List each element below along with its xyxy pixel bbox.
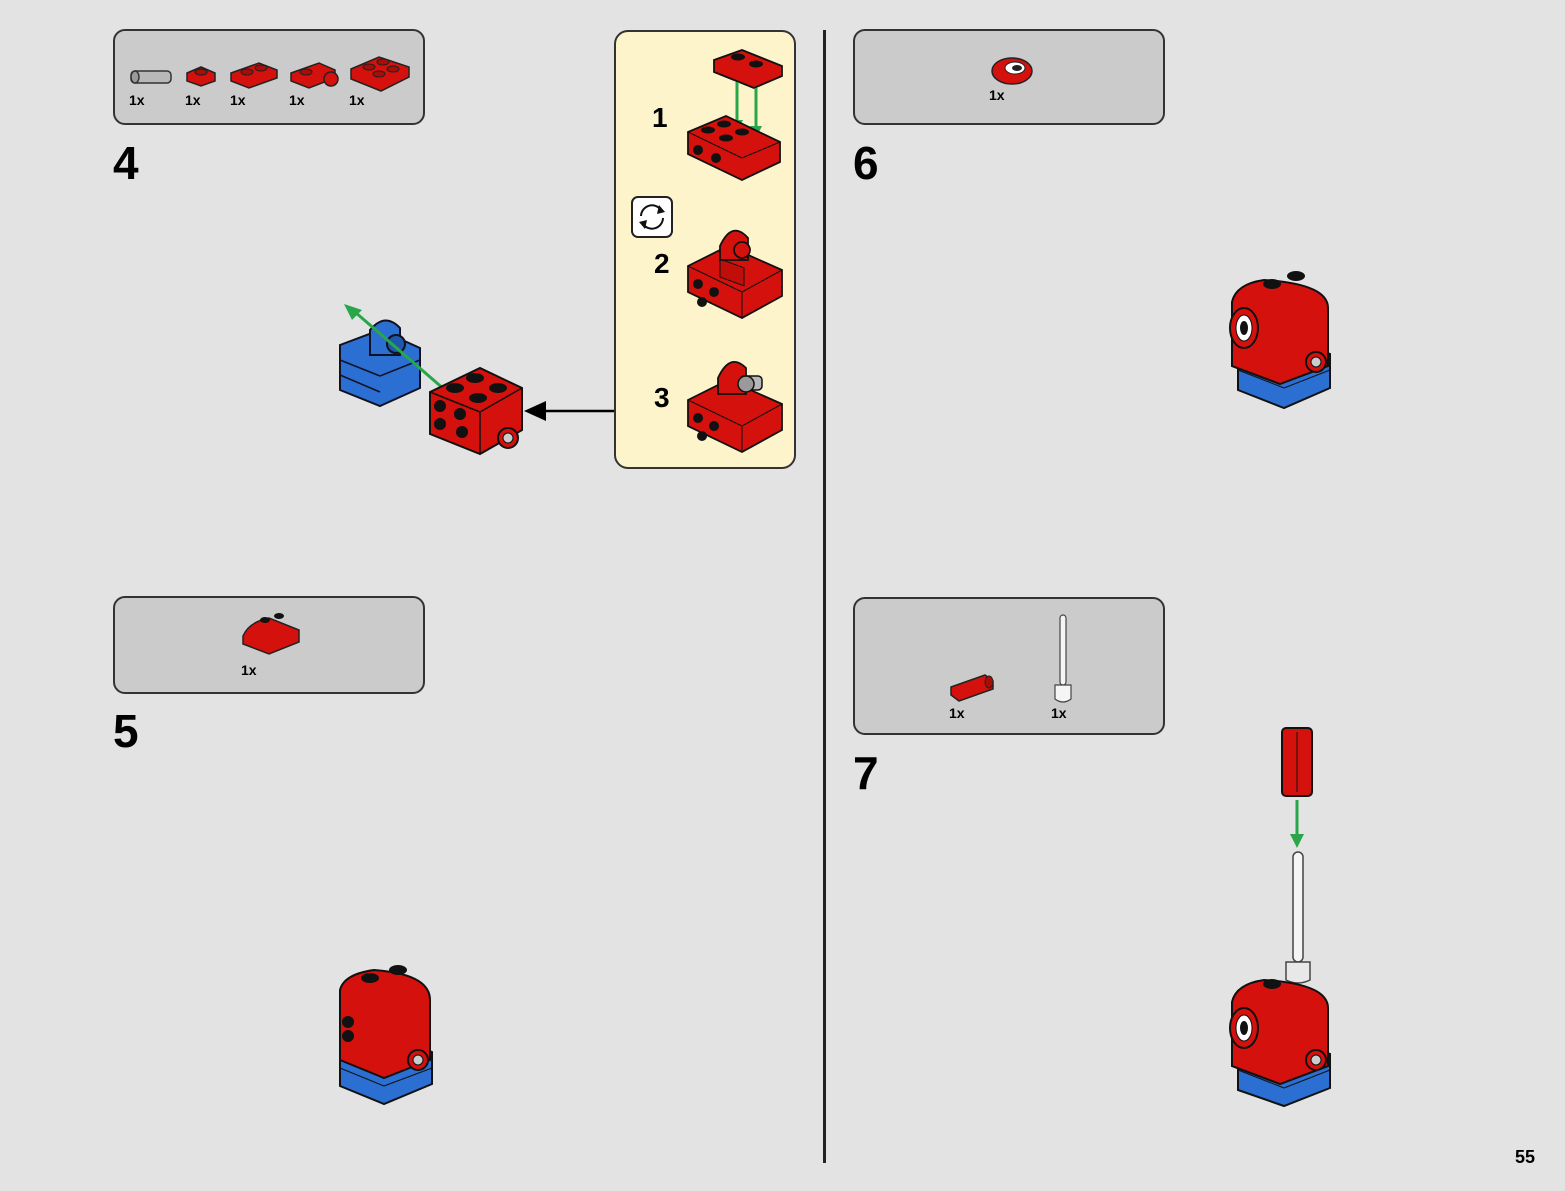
step-number-6: 6	[853, 137, 879, 189]
step-number-5: 5	[113, 705, 139, 757]
qty-plate-1x1: 1x	[185, 92, 201, 108]
step4-assembly	[339, 304, 523, 456]
substep3-illustration	[687, 361, 783, 454]
pin-connector-icon	[130, 70, 172, 84]
step6-assembly	[1229, 271, 1331, 410]
step4-parts-box: 1x 1x 1x 1x 1x	[113, 29, 425, 125]
step-number-4: 4	[113, 137, 139, 189]
step7-parts-box: 1x 1x	[853, 597, 1165, 735]
qty-axle-connector: 1x	[949, 705, 965, 721]
qty-plate-1x2: 1x	[230, 92, 246, 108]
qty-antenna: 1x	[1051, 705, 1067, 721]
qty-plate-2x2: 1x	[349, 92, 365, 108]
step5-parts-box: 1x	[113, 596, 425, 694]
axle-connector-icon	[950, 674, 994, 702]
qty-plate-clip: 1x	[289, 92, 305, 108]
antenna-icon	[1054, 614, 1072, 703]
rotate-icon	[631, 196, 673, 238]
substep-1: 1	[652, 102, 668, 133]
eye-tile-icon	[991, 57, 1033, 85]
qty-eye-tile: 1x	[989, 87, 1005, 103]
qty-pin: 1x	[129, 92, 145, 108]
plate-clip-icon	[290, 62, 339, 89]
page-divider	[823, 30, 826, 1163]
curved-slope-icon	[242, 613, 300, 655]
substep-2: 2	[654, 248, 670, 279]
step7-assembly	[1229, 727, 1331, 1108]
substep2-illustration	[687, 229, 783, 320]
plate-1x1-icon	[186, 66, 216, 87]
substep-callout: 1 2 3	[614, 30, 796, 469]
substep-3: 3	[654, 382, 670, 413]
substep1-illustration	[687, 49, 783, 181]
step6-parts-box: 1x	[853, 29, 1165, 125]
step5-assembly	[339, 965, 433, 1106]
step-number-7: 7	[853, 747, 879, 799]
qty-curved-slope: 1x	[241, 662, 257, 678]
callout-pointer-arrow	[524, 401, 615, 421]
plate-2x2-icon	[350, 56, 410, 92]
page-number: 55	[1514, 1147, 1535, 1167]
plate-1x2-icon	[230, 62, 278, 89]
